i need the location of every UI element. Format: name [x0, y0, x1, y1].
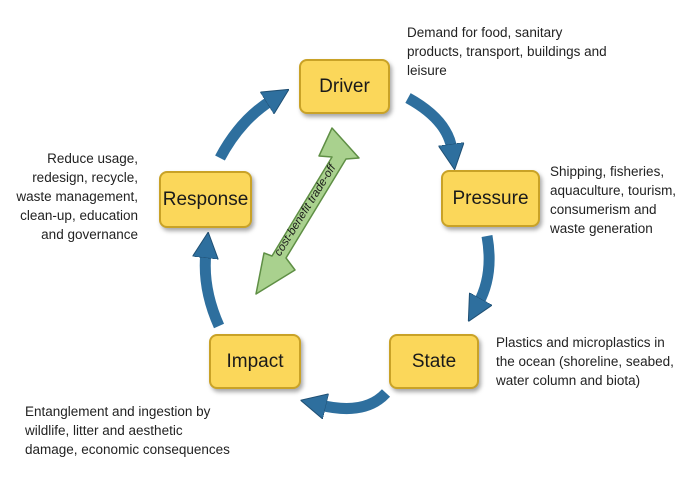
node-state-label: State	[411, 350, 457, 372]
desc-line: aquaculture, tourism,	[550, 183, 677, 198]
desc-line: water column and biota)	[496, 373, 641, 388]
node-pressure: Pressure	[441, 170, 540, 227]
desc-response: Reduce usage, redesign, recycle, waste m…	[16, 149, 138, 244]
node-driver: Driver	[299, 59, 390, 114]
desc-pressure: Shipping, fisheries, aquaculture, touris…	[550, 162, 676, 238]
desc-line: Reduce usage,	[47, 151, 138, 166]
desc-state: Plastics and microplastics in the ocean …	[496, 333, 674, 390]
desc-line: Plastics and microplastics in	[496, 335, 665, 350]
desc-line: waste generation	[550, 221, 653, 236]
tradeoff-double-arrow	[255, 127, 360, 295]
desc-line: redesign, recycle,	[32, 170, 138, 185]
desc-line: and governance	[41, 227, 138, 242]
arrow-impact-to-response	[205, 252, 225, 329]
arrow-pressure-to-state	[478, 235, 495, 304]
node-impact-label: Impact	[226, 350, 284, 372]
desc-line: Demand for food, sanitary	[407, 25, 563, 40]
desc-line: products, transport, buildings and	[407, 44, 607, 59]
desc-line: damage, economic consequences	[25, 442, 230, 457]
desc-line: the ocean (shoreline, seabed,	[496, 354, 674, 369]
desc-driver: Demand for food, sanitary products, tran…	[407, 23, 607, 80]
desc-line: wildlife, litter and aesthetic	[25, 423, 183, 438]
desc-line: waste management,	[16, 189, 138, 204]
desc-impact: Entanglement and ingestion by wildlife, …	[25, 402, 230, 459]
node-driver-label: Driver	[319, 75, 370, 97]
desc-line: leisure	[407, 63, 447, 78]
desc-line: Entanglement and ingestion by	[25, 404, 211, 419]
node-response-label: Response	[162, 188, 249, 210]
node-pressure-label: Pressure	[452, 187, 529, 209]
desc-line: clean-up, education	[20, 208, 138, 223]
node-response: Response	[159, 171, 252, 228]
desc-line: Shipping, fisheries,	[550, 164, 665, 179]
desc-line: consumerism and	[550, 202, 657, 217]
arrow-state-to-impact	[320, 389, 391, 409]
node-state: State	[389, 334, 479, 389]
node-impact: Impact	[209, 334, 301, 389]
arrow-driver-to-pressure	[405, 93, 452, 150]
arrow-response-to-driver	[215, 100, 272, 161]
tradeoff-label: cost-benefit trade-off	[272, 161, 339, 258]
